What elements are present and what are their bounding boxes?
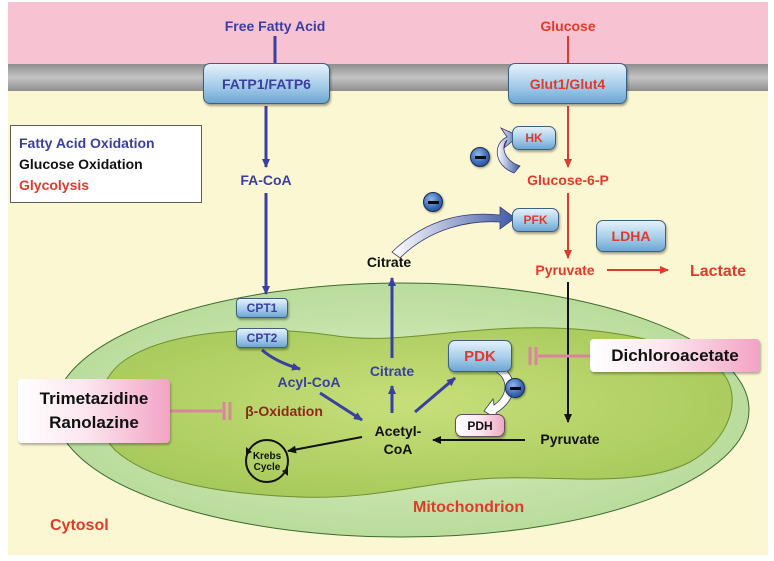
dichloroacetate-drug: Dichloroacetate	[590, 339, 760, 372]
legend-item-fatty-acid-oxidation: Fatty Acid Oxidation	[19, 135, 155, 151]
fatp-label: FATP1/FATP6	[222, 75, 311, 92]
extracellular-band	[8, 2, 768, 64]
fa-coa-label: FA-CoA	[240, 172, 292, 188]
inhibitor-pdh-icon	[505, 378, 525, 398]
lactate-label: Lactate	[689, 263, 747, 280]
krebs-arrow-2	[282, 468, 288, 476]
pdh-label: PDH	[467, 418, 493, 433]
pdh-enzyme: PDH	[455, 414, 505, 437]
ldha-enzyme: LDHA	[596, 220, 666, 252]
legend-item-glucose-oxidation: Glucose Oxidation	[19, 156, 143, 172]
pdk-label: PDK	[464, 347, 496, 365]
dichloroacetate-label: Dichloroacetate	[611, 345, 739, 365]
acetyl-coa-label: Acetyl- CoA	[374, 423, 422, 457]
glut-transporter: Glut1/Glut4	[508, 63, 627, 104]
cytosol-label: Cytosol	[50, 517, 109, 534]
pathway-legend: Fatty Acid Oxidation Glucose Oxidation G…	[10, 125, 202, 203]
free-fatty-acid-label: Free Fatty Acid	[224, 18, 326, 34]
cell-membrane	[8, 64, 768, 91]
pyruvate-cytosol-label: Pyruvate	[535, 262, 595, 278]
mitochondrion-label: Mitochondrion	[413, 499, 525, 516]
citrate-mito-label: Citrate	[369, 363, 415, 379]
arrow-acylcoa-to-acetylcoa	[319, 391, 363, 422]
legend-item-glycolysis: Glycolysis	[19, 177, 90, 193]
cpt2-label: CPT2	[246, 331, 278, 345]
krebs-arrow-1	[246, 447, 252, 455]
arrow-acetylcoa-to-pdk	[414, 376, 456, 414]
fatp-transporter: FATP1/FATP6	[203, 63, 330, 104]
hk-label: HK	[525, 131, 543, 145]
beta-oxidation-label: β-Oxidation	[245, 403, 323, 419]
pyruvate-mito-label: Pyruvate	[540, 431, 600, 447]
hk-enzyme: HK	[512, 126, 556, 150]
glucose-label: Glucose	[540, 18, 596, 34]
krebs-cycle-circle	[245, 439, 289, 483]
cpt1-label: CPT1	[246, 301, 278, 315]
ldha-label: LDHA	[611, 228, 651, 244]
inhibitor-hk-icon	[470, 147, 490, 167]
acyl-coa-label: Acyl-CoA	[277, 374, 341, 390]
arrow-acetylcoa-to-krebs	[287, 436, 363, 454]
krebs-cycle-label: Krebs Cycle	[252, 451, 282, 473]
glut-label: Glut1/Glut4	[529, 75, 606, 92]
pfk-label: PFK	[523, 213, 548, 227]
trimetazidine-ranolazine-label: Trimetazidine Ranolazine	[39, 389, 149, 432]
cpt2-enzyme: CPT2	[236, 328, 288, 348]
arrow-cpt2-to-acylcoa	[261, 348, 301, 371]
curve-pdk-inhibits-pdh	[483, 359, 514, 421]
trimetazidine-ranolazine-drug: Trimetazidine Ranolazine	[18, 379, 170, 443]
pfk-enzyme: PFK	[512, 208, 559, 232]
citrate-cytosol-label: Citrate	[366, 254, 412, 270]
pdk-enzyme: PDK	[448, 340, 512, 372]
inhibitor-pfk-icon	[423, 192, 443, 212]
cpt1-enzyme: CPT1	[236, 298, 288, 318]
glucose-6-p-label: Glucose-6-P	[527, 172, 609, 188]
